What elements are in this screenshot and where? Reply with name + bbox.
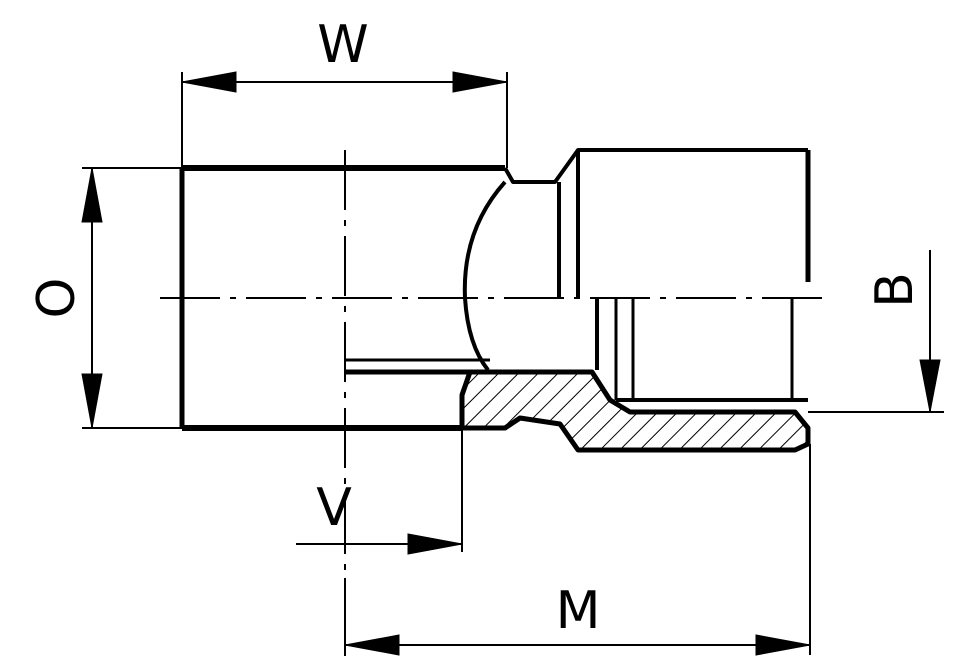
fitting-body [179, 148, 811, 431]
label-b: B [865, 272, 925, 308]
transition-arc [462, 180, 507, 372]
dimension-m [344, 444, 811, 656]
section-hatching [459, 369, 811, 453]
arrow-b-down [919, 359, 941, 413]
label-v: V [316, 478, 352, 538]
neck-top-profile [503, 148, 808, 184]
dimension-w [181, 71, 508, 168]
arrow-w-right [452, 71, 508, 93]
arrow-o-bottom [81, 373, 103, 429]
label-o: O [27, 278, 87, 319]
arrow-m-left [344, 634, 400, 656]
dimension-o [81, 167, 182, 429]
label-w: W [317, 15, 368, 75]
dimension-b [808, 250, 944, 413]
center-lines [160, 150, 830, 660]
arrow-m-right [755, 634, 811, 656]
dimension-v [296, 428, 463, 555]
arrow-v-right [407, 533, 463, 555]
label-m: M [556, 581, 601, 641]
arrow-w-left [181, 71, 237, 93]
arrow-o-top [81, 167, 103, 223]
